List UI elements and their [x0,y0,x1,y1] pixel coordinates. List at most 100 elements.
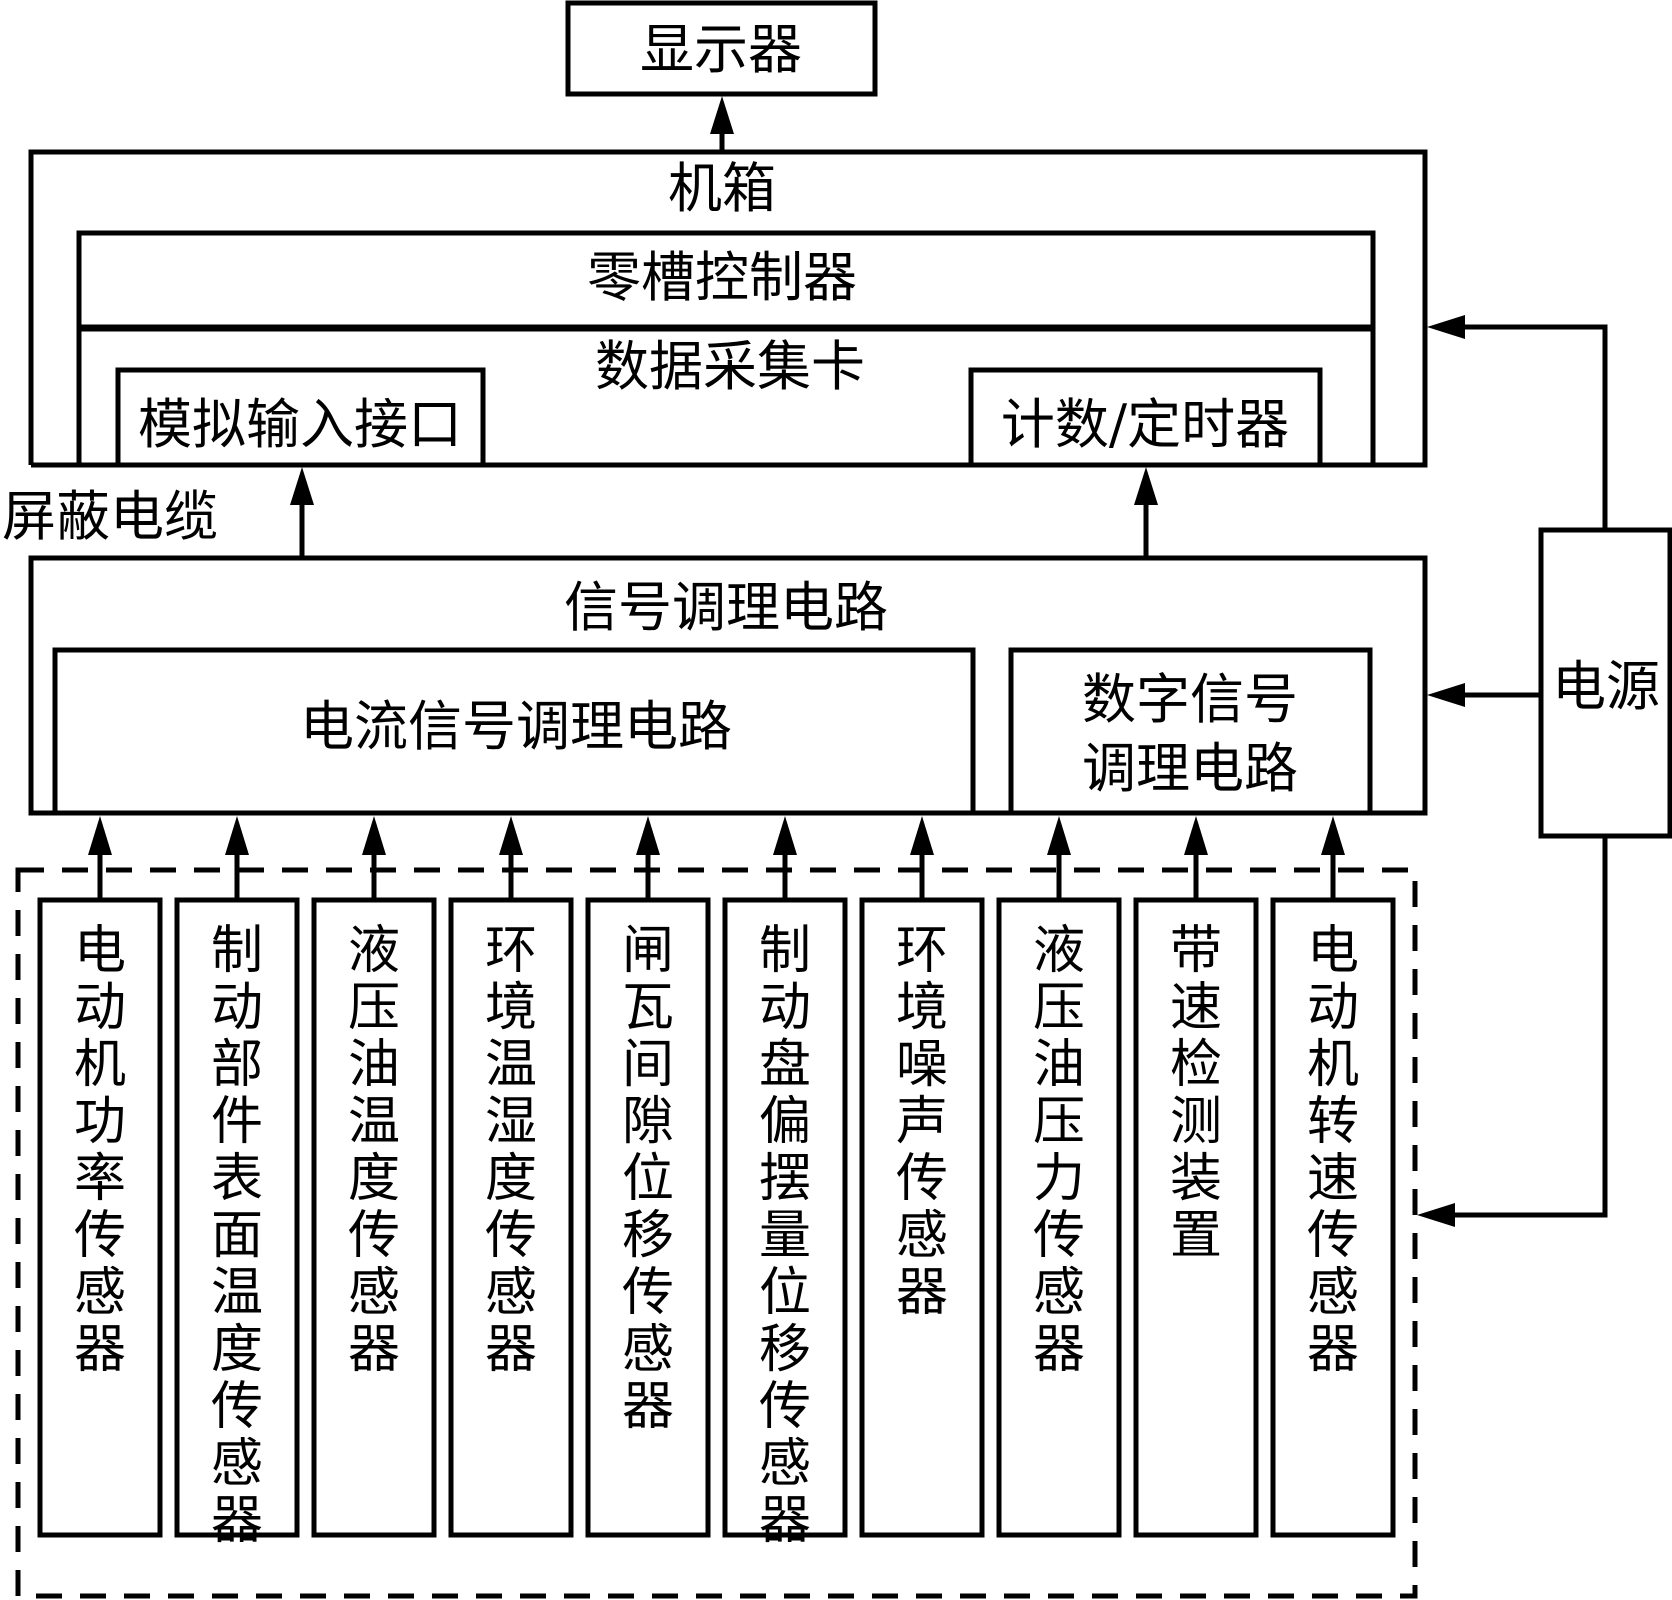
sensor-label-char: 压 [1033,978,1085,1038]
display-label: 显示器 [640,18,802,81]
sensor-label-char: 传 [485,1206,537,1266]
sensor-item: 液压油温度传感器 [311,816,437,1538]
arrowhead-up-icon [636,816,660,855]
analog-input-box [115,367,486,465]
chassis-box [28,149,1428,468]
sensor-label-char: 位 [622,1149,674,1209]
digital-conditioning-label-line1: 数字信号 [1082,668,1298,731]
sensor-label-char: 感 [485,1263,537,1323]
sensor-label-char: 声 [896,1092,948,1152]
arrowhead-up-icon [710,96,734,134]
sensor-label-char: 温 [485,1035,537,1095]
sensor-label-char: 液 [1033,921,1085,981]
sensor-item: 环境温湿度传感器 [448,816,574,1538]
sensor-label-char: 传 [622,1263,674,1323]
sensor-item: 电动机功率传感器 [37,816,163,1538]
sensor-label-char: 面 [211,1206,263,1266]
sensor-label-char: 率 [74,1149,126,1209]
digital-conditioning-box [1008,647,1373,813]
sensor-label-char: 速 [1307,1149,1359,1209]
arrowhead-left-icon [1427,683,1465,707]
arrow-chassis-to-display [710,96,734,152]
sensor-label-char: 盘 [759,1035,811,1095]
sensor-label-char: 偏 [759,1092,811,1152]
sensor-label-char: 感 [896,1206,948,1266]
sensor-label-char: 器 [74,1320,126,1380]
sensor-label-char: 置 [1170,1206,1222,1266]
sensor-label-char: 感 [622,1320,674,1380]
sensor-label-char: 感 [211,1434,263,1494]
sensor-label-char: 动 [1307,978,1359,1038]
sensor-label-char: 转 [1307,1092,1359,1152]
analog-input-label: 模拟输入接口 [138,393,462,456]
sensor-label: 制动部件表面温度传感器 [211,921,263,1551]
sensor-label-char: 检 [1170,1035,1222,1095]
counter-timer-box [968,367,1323,465]
sensor-label-char: 测 [1170,1092,1222,1152]
chassis-label: 机箱 [668,157,776,220]
sensor-label-char: 传 [348,1206,400,1266]
sensor-label-char: 度 [211,1320,263,1380]
arrow-digital-to-counter [1134,467,1158,558]
sensor-item: 带速检测装置 [1133,816,1259,1538]
zero-slot-controller-label: 零槽控制器 [587,246,857,309]
digital-conditioning-label-line2: 调理电路 [1082,737,1298,800]
sensor-label-char: 部 [211,1035,263,1095]
sensor-label-char: 器 [622,1377,674,1437]
current-conditioning-box [52,647,976,813]
sensor-label: 电动机功率传感器 [74,921,126,1380]
sensor-label-char: 境 [485,978,537,1038]
sensor-label: 液压油温度传感器 [348,921,400,1380]
sensor-label-char: 位 [759,1263,811,1323]
sensor-group-dashed-box [15,867,1418,1599]
power-supply-block: 电源 [1417,315,1672,1227]
sensor-label-char: 装 [1170,1149,1222,1209]
controller-box [76,230,1376,465]
arrowhead-up-icon [225,816,249,855]
display-block: 显示器 [565,0,878,97]
signal-conditioning-block: 信号调理电路 电流信号调理电路 数字信号 调理电路 [28,555,1428,816]
arrowhead-up-icon [910,816,934,855]
arrowhead-up-icon [290,467,314,505]
sensor-label-char: 量 [759,1206,811,1266]
sensor-label: 闸瓦间隙位移传感器 [622,921,674,1437]
sensor-label-char: 感 [348,1263,400,1323]
sensor-label-char: 机 [74,1035,126,1095]
sensor-label-char: 传 [1033,1206,1085,1266]
sensor-label-char: 摆 [759,1149,811,1209]
arrowhead-up-icon [362,816,386,855]
sensor-label: 制动盘偏摆量位移传感器 [759,921,811,1551]
arrowhead-left-icon [1417,1203,1455,1227]
arrowhead-up-icon [1047,816,1071,855]
sensor-label-char: 动 [759,978,811,1038]
sensor-label-char: 器 [896,1263,948,1323]
sensor-label-char: 温 [348,1092,400,1152]
sensor-label-char: 制 [759,921,811,981]
sensor-label-char: 件 [211,1092,263,1152]
signal-conditioning-box [28,555,1428,816]
sensor-label-char: 表 [211,1149,263,1209]
sensor-label: 液压油压力传感器 [1033,921,1085,1380]
sensor-label-char: 压 [1033,1092,1085,1152]
sensor-label-char: 感 [759,1434,811,1494]
sensor-label-char: 压 [348,978,400,1038]
sensor-item: 环境噪声传感器 [859,816,985,1538]
arrowhead-left-icon [1427,315,1465,339]
sensor-label-char: 瓦 [622,978,674,1038]
chassis-block: 机箱 零槽控制器 数据采集卡 模拟输入接口 计数/定时器 [28,149,1428,468]
sensor-list: 电动机功率传感器制动部件表面温度传感器液压油温度传感器环境温湿度传感器闸瓦间隙位… [37,816,1396,1551]
sensor-label-char: 度 [485,1149,537,1209]
arrowhead-up-icon [1184,816,1208,855]
sensor-label-char: 器 [348,1320,400,1380]
daq-card-label: 数据采集卡 [595,335,865,398]
sensor-label-char: 器 [1307,1320,1359,1380]
sensor-label-char: 环 [896,921,948,981]
sensor-label-char: 制 [211,921,263,981]
sensor-label-char: 带 [1170,921,1222,981]
sensor-label-char: 机 [1307,1035,1359,1095]
sensor-label-char: 度 [348,1149,400,1209]
sensor-item: 闸瓦间隙位移传感器 [585,816,711,1538]
sensor-label-char: 间 [622,1035,674,1095]
display-box [565,0,878,97]
